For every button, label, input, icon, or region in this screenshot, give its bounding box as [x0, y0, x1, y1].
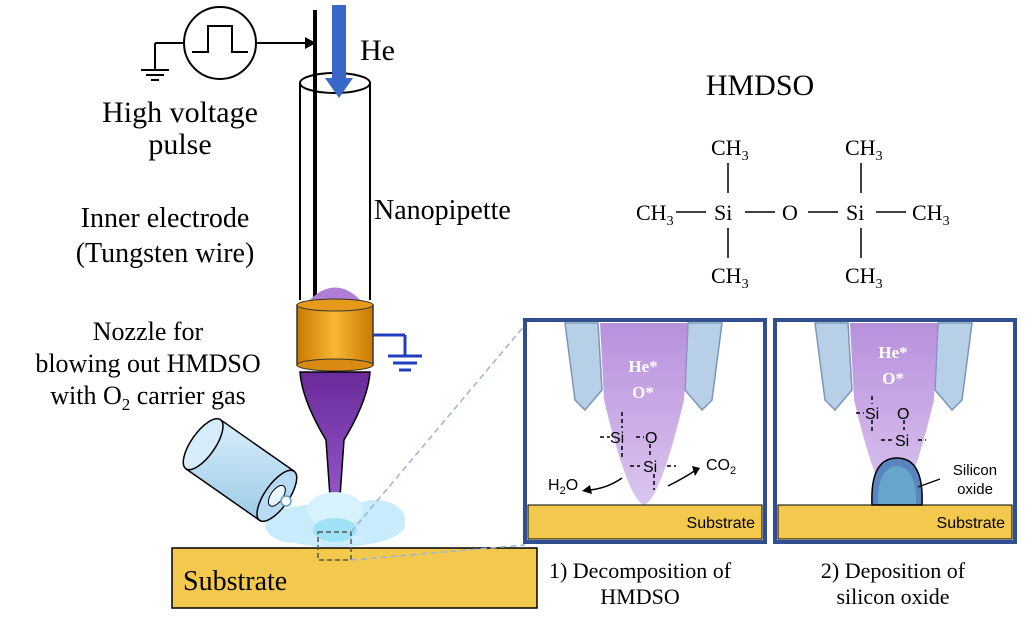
panel-decomposition: Substrate He* O* Si O Si H2O CO2 — [523, 318, 767, 544]
co2-label: CO2 — [706, 457, 736, 477]
panel1-caption-line2: HMDSO — [600, 584, 679, 609]
outer-electrode — [296, 304, 374, 366]
ch3-top-right: CH3 — [845, 135, 883, 164]
hmdso-cloud — [265, 492, 405, 547]
hmdso-molecule: HMDSO CH3 CH3 CH3 Si O Si CH3 CH3 CH3 — [636, 69, 950, 292]
inner-electrode-label-line2: (Tungsten wire) — [76, 238, 255, 269]
silicon-oxide-label-line1: Silicon — [953, 462, 997, 479]
panel1-substrate-label: Substrate — [687, 515, 756, 532]
ground-symbol — [373, 333, 422, 372]
nozzle-label-line2: blowing out HMDSO — [35, 349, 260, 378]
substrate-main — [171, 547, 538, 609]
panel1-caption-line1: 1) Decomposition of — [549, 558, 732, 583]
ch3-top-left: CH3 — [711, 135, 749, 164]
ch3-mid-left: CH3 — [636, 200, 674, 229]
panel1-he-star: He* — [628, 357, 657, 376]
gas-nozzle — [182, 417, 298, 523]
ch3-mid-right: CH3 — [912, 200, 950, 229]
inner-electrode-label-line1: Inner electrode — [81, 203, 250, 234]
he-label: He — [360, 34, 395, 67]
panel-deposition: Substrate He* O* Si O Si Silicon oxide — [773, 318, 1017, 544]
nozzle-label-line1: Nozzle for — [93, 317, 204, 346]
he-flow-arrow — [332, 5, 346, 80]
panel2-si-bottom: Si — [895, 433, 909, 450]
h2o-label: H2O — [548, 477, 578, 497]
panel1-si-top: Si — [610, 430, 624, 447]
nanopipette-label: Nanopipette — [374, 195, 511, 226]
panel2-o-star: O* — [882, 369, 904, 388]
hmdso-title: HMDSO — [706, 69, 814, 102]
panel2-caption-line1: 2) Deposition of — [821, 558, 966, 583]
oxygen-bridge: O — [782, 200, 798, 225]
panel2-si-top: Si — [865, 406, 879, 423]
high-voltage-label-line1: High voltage — [102, 96, 258, 129]
nanopipette — [296, 5, 374, 526]
ch3-bottom-right: CH3 — [845, 263, 883, 292]
zoom-box — [317, 531, 352, 561]
panel2-o: O — [897, 406, 909, 423]
nozzle-label-line3: with O2 carrier gas — [50, 381, 245, 414]
panel2-substrate-label: Substrate — [937, 515, 1006, 532]
high-voltage-label-line2: pulse — [148, 128, 211, 161]
si-left: Si — [714, 200, 732, 225]
si-right: Si — [846, 200, 864, 225]
panel1-o-star: O* — [632, 383, 654, 402]
panel1-si-bottom: Si — [643, 459, 657, 476]
ch3-bottom-left: CH3 — [711, 263, 749, 292]
panel2-caption-line2: silicon oxide — [836, 584, 949, 609]
panel1-o: O — [645, 430, 657, 447]
substrate-main-label: Substrate — [183, 566, 287, 597]
pulse-generator — [141, 6, 316, 81]
silicon-oxide-label-line2: oxide — [957, 481, 993, 498]
panel2-he-star: He* — [878, 343, 907, 362]
